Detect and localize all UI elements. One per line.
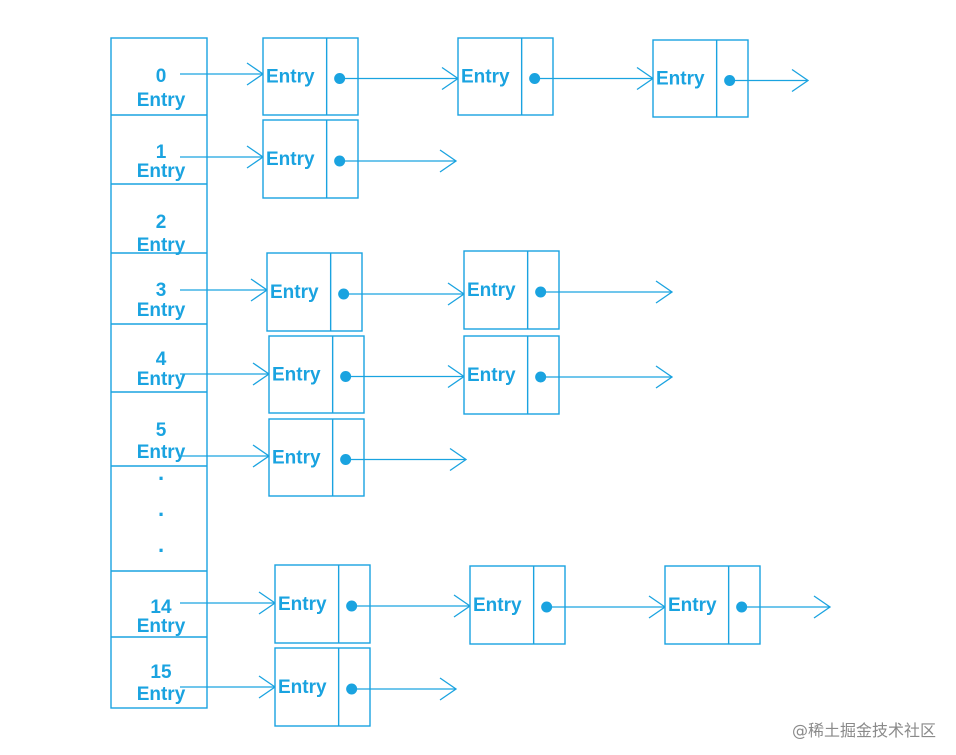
next-pointer-arrow [355, 677, 458, 701]
bucket-index-2: 2 [156, 212, 167, 233]
next-pointer-dot [334, 73, 346, 84]
bucket-pointer-arrow [180, 62, 265, 86]
bucket-entry-label: Entry [137, 235, 186, 256]
next-pointer-dot [340, 371, 352, 382]
chain-bucket-4: Entry Entry [180, 335, 674, 415]
entry-node: Entry [664, 565, 832, 645]
entry-label: Entry [656, 69, 705, 90]
next-pointer-dot [535, 286, 547, 298]
entry-label: Entry [278, 677, 327, 698]
next-pointer-arrow [343, 149, 458, 173]
bucket-pointer-arrow [180, 278, 269, 302]
entry-node: Entry [268, 418, 468, 497]
bucket-pointer-arrow [180, 591, 277, 615]
bucket-entry-label: Entry [137, 369, 186, 390]
entry-node: Entry [274, 564, 472, 644]
next-pointer-dot [541, 601, 553, 613]
entry-label: Entry [266, 149, 315, 170]
chain-bucket-3: Entry Entry [180, 250, 674, 332]
chain-bucket-15: Entry [180, 647, 458, 727]
next-pointer-dot [736, 601, 748, 613]
array-outline [110, 37, 208, 709]
entry-label: Entry [467, 365, 516, 386]
bucket-pointer-arrow [180, 675, 277, 699]
next-pointer-arrow [347, 282, 466, 306]
entry-node: Entry [652, 39, 810, 118]
entry-label: Entry [278, 594, 327, 615]
entry-node: Entry [274, 647, 458, 727]
next-pointer-dot [529, 73, 541, 84]
next-pointer-dot [535, 371, 547, 383]
ellipsis-dot: . [158, 460, 164, 485]
chain-bucket-0: Entry Entry Entry [180, 37, 810, 118]
next-pointer-dot [338, 288, 350, 300]
next-pointer-arrow [733, 68, 810, 93]
bucket-index-15: 15 [150, 662, 172, 683]
entry-label: Entry [467, 280, 516, 301]
next-pointer-dot [346, 600, 358, 612]
entry-node: Entry [457, 37, 655, 116]
bucket-index-5: 5 [156, 420, 167, 441]
watermark: @稀土掘金技术社区 [791, 721, 936, 740]
entry-node: Entry [268, 335, 466, 414]
entry-node: Entry [463, 250, 674, 330]
ellipsis-dots: ... [158, 460, 164, 557]
next-pointer-arrow [349, 447, 468, 472]
bucket-pointer-arrow [180, 362, 271, 386]
chain-bucket-14: Entry Entry Entry [180, 564, 832, 645]
bucket-entry-label: Entry [137, 300, 186, 321]
entry-label: Entry [473, 595, 522, 616]
bucket-entry-label: Entry [137, 161, 186, 182]
entry-label: Entry [272, 448, 321, 469]
entry-label: Entry [668, 595, 717, 616]
next-pointer-arrow [538, 66, 655, 91]
next-pointer-dot [724, 75, 736, 86]
bucket-entry-label: Entry [137, 442, 186, 463]
next-pointer-dot [334, 155, 346, 167]
next-pointer-dot [346, 683, 358, 695]
bucket-pointer-arrow [180, 145, 265, 169]
bucket-index-0: 0 [156, 66, 167, 87]
entry-node: Entry [469, 565, 667, 645]
entry-label: Entry [272, 365, 321, 386]
next-pointer-arrow [355, 594, 472, 618]
bucket-entry-label: Entry [137, 616, 186, 637]
ellipsis-dot: . [158, 496, 164, 521]
entry-label: Entry [461, 67, 510, 88]
next-pointer-arrow [343, 66, 460, 91]
entry-node: Entry [262, 119, 458, 199]
bucket-index-1: 1 [156, 142, 167, 163]
next-pointer-arrow [544, 280, 674, 304]
entry-node: Entry [463, 335, 674, 415]
bucket-array: 0Entry1Entry2Entry3Entry4Entry5Entry14En… [110, 37, 208, 709]
chain-bucket-5: Entry [180, 418, 468, 497]
chain-bucket-1: Entry [180, 119, 458, 199]
next-pointer-arrow [544, 365, 674, 389]
bucket-pointer-arrow [180, 444, 271, 468]
entry-node: Entry [266, 252, 466, 332]
entry-label: Entry [266, 67, 315, 88]
next-pointer-arrow [550, 595, 667, 619]
bucket-entry-label: Entry [137, 90, 186, 111]
bucket-index-14: 14 [150, 597, 172, 618]
entry-label: Entry [270, 282, 319, 303]
ellipsis-dot: . [158, 532, 164, 557]
entry-node: Entry [262, 37, 460, 116]
bucket-entry-label: Entry [137, 684, 186, 705]
bucket-index-4: 4 [156, 349, 167, 370]
next-pointer-arrow [745, 595, 832, 619]
next-pointer-dot [340, 454, 352, 465]
bucket-index-3: 3 [156, 280, 167, 301]
next-pointer-arrow [349, 364, 466, 389]
